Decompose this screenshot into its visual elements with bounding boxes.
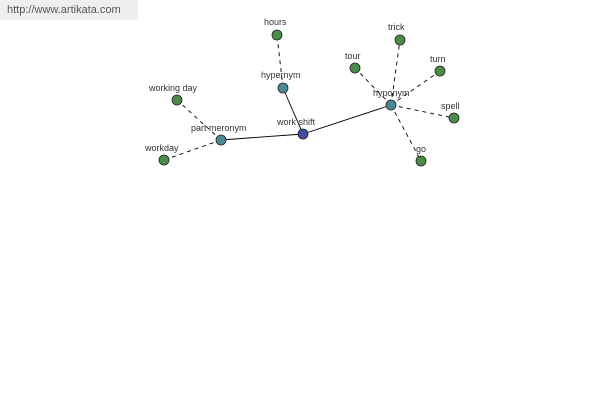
node-label-center: work shift [276, 117, 316, 127]
edge-center-to-part-meronym [220, 133, 304, 141]
node-turn[interactable]: turn [430, 54, 446, 77]
node-label-spell: spell [441, 101, 460, 111]
node-circle-go[interactable] [415, 155, 427, 167]
node-circle-hyponym[interactable] [385, 99, 397, 111]
node-label-part-meronym: part meronym [191, 123, 247, 133]
edge-hyponym-to-turn [390, 70, 441, 106]
node-workday[interactable]: workday [144, 143, 179, 166]
node-hours[interactable]: hours [264, 17, 287, 41]
edge-hyponym-to-go [390, 104, 422, 162]
node-go[interactable]: go [415, 144, 427, 167]
node-center[interactable]: work shift [276, 117, 316, 140]
node-spell[interactable]: spell [441, 101, 460, 124]
node-circle-working-day[interactable] [171, 94, 183, 106]
node-label-hypernym: hypernym [261, 70, 301, 80]
node-circle-hours[interactable] [271, 29, 283, 41]
edge-hyponym-to-spell [390, 104, 455, 119]
node-working-day[interactable]: working day [148, 83, 198, 106]
node-circle-spell[interactable] [448, 112, 460, 124]
nodes-layer: work shift hypernym part meronym hyponym hou… [144, 17, 460, 167]
node-label-workday: workday [144, 143, 179, 153]
watermark-link[interactable]: http://www.artikata.com [0, 0, 138, 20]
node-circle-hypernym[interactable] [277, 82, 289, 94]
edge-center-to-hyponym [302, 104, 392, 135]
node-circle-trick[interactable] [394, 34, 406, 46]
node-circle-part-meronym[interactable] [215, 134, 227, 146]
edge-part-meronym-to-workday [163, 139, 222, 161]
edge-hypernym-to-hours [276, 34, 284, 89]
node-circle-workday[interactable] [158, 154, 170, 166]
node-label-hyponym: hyponym [373, 88, 410, 98]
edge-center-to-hypernym [282, 87, 304, 135]
node-circle-tour[interactable] [349, 62, 361, 74]
node-label-go: go [416, 144, 426, 154]
edge-part-meronym-to-working-day [176, 99, 222, 141]
node-tour[interactable]: tour [345, 51, 361, 74]
node-circle-center[interactable] [297, 128, 309, 140]
node-label-working-day: working day [148, 83, 198, 93]
node-label-hours: hours [264, 17, 287, 27]
node-hyponym[interactable]: hyponym [373, 88, 410, 111]
node-trick[interactable]: trick [388, 22, 406, 46]
node-circle-turn[interactable] [434, 65, 446, 77]
edge-hyponym-to-trick [390, 39, 401, 106]
node-label-tour: tour [345, 51, 361, 61]
node-hypernym[interactable]: hypernym [261, 70, 301, 94]
edges-layer [163, 34, 455, 162]
node-part-meronym[interactable]: part meronym [191, 123, 247, 146]
node-label-turn: turn [430, 54, 446, 64]
node-label-trick: trick [388, 22, 405, 32]
edge-hyponym-to-tour [354, 67, 392, 106]
